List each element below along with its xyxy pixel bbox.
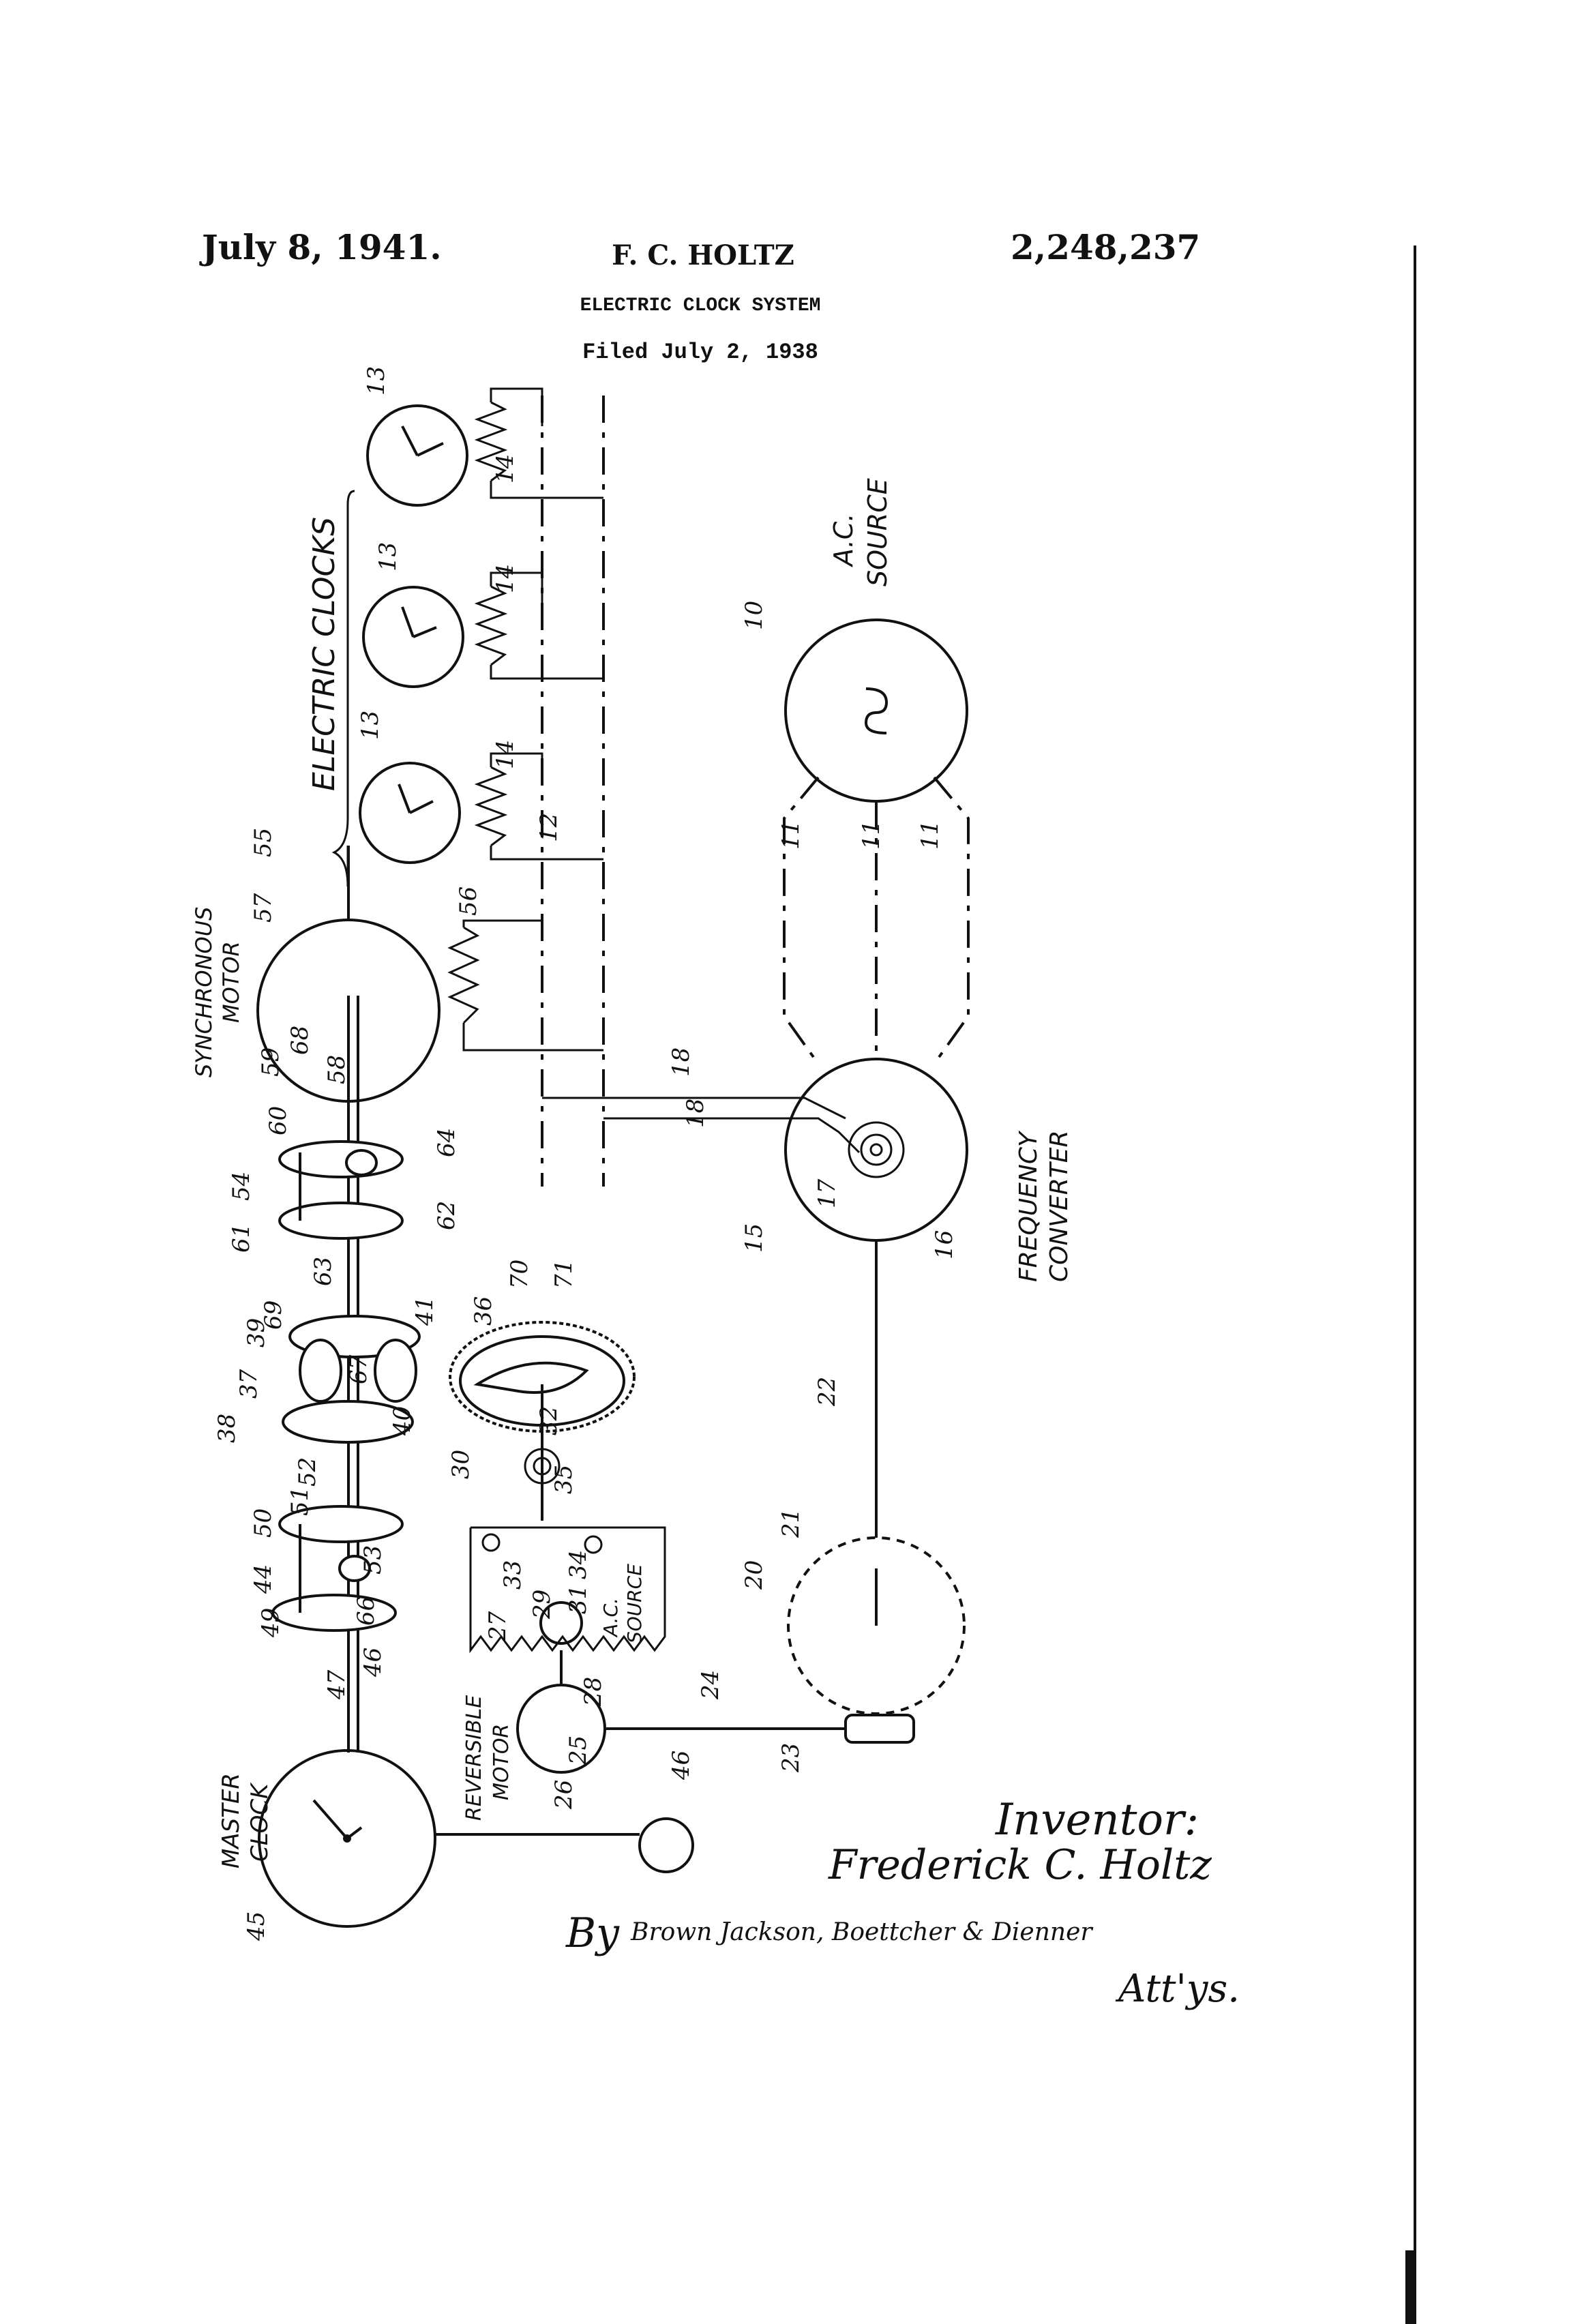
reference-numeral: 11	[916, 820, 944, 850]
inventor-short: F. C. HOLTZ	[612, 239, 794, 271]
reference-numeral: 46	[359, 1648, 387, 1678]
reference-numeral: 40	[389, 1406, 416, 1436]
reference-numeral: 60	[265, 1106, 292, 1135]
reference-numeral: 36	[470, 1296, 497, 1326]
reference-numeral: 38	[213, 1414, 241, 1443]
inventor-label: Inventor:	[995, 1795, 1199, 1845]
clock-2	[363, 587, 463, 687]
reference-numeral: 13	[363, 366, 390, 396]
bus-lines	[542, 396, 603, 1187]
reference-numeral: 11	[858, 820, 885, 850]
reference-numeral: 37	[235, 1369, 263, 1399]
frequency-converter	[542, 1059, 967, 1240]
reference-numeral: 33	[499, 1560, 526, 1590]
reference-numeral: 51	[286, 1487, 314, 1516]
reference-numeral: 67	[345, 1354, 372, 1384]
reference-numeral: 47	[323, 1669, 350, 1700]
reference-numeral: 29	[528, 1590, 556, 1620]
differential-20	[788, 1538, 964, 1714]
reference-numeral: 34	[565, 1550, 592, 1579]
reference-numeral: 16	[931, 1230, 958, 1260]
reference-numeral: 13	[374, 542, 402, 571]
issue-date: July 8, 1941.	[199, 227, 442, 267]
label-converter: CONVERTER	[1045, 1130, 1073, 1282]
reference-numeral: 46	[668, 1751, 695, 1781]
reference-numeral: 12	[535, 813, 563, 842]
reference-numeral: 52	[294, 1457, 321, 1487]
synchronous-motor	[258, 846, 603, 1101]
reference-numeral: 64	[433, 1128, 460, 1157]
reference-numeral: 14	[492, 740, 519, 769]
label-small-ac: A.C.	[599, 1598, 622, 1638]
reference-numeral: 57	[250, 893, 277, 923]
label-synchronous: SYNCHRONOUS	[191, 907, 217, 1077]
reference-numeral: 62	[433, 1201, 460, 1230]
label-synchronous-motor: MOTOR	[218, 941, 244, 1023]
reference-numeral: 25	[565, 1735, 592, 1766]
reference-numeral: 26	[550, 1780, 578, 1810]
reference-numeral: 63	[310, 1257, 337, 1286]
reference-numeral: 28	[580, 1677, 607, 1707]
connecting-leads	[784, 777, 968, 1538]
reference-numeral: 39	[243, 1318, 270, 1347]
reference-numeral: 22	[814, 1377, 841, 1407]
reference-numeral: 18	[682, 1099, 709, 1128]
clock-3	[360, 763, 460, 863]
reference-numeral: 44	[250, 1564, 277, 1594]
label-frequency: FREQUENCY	[1015, 1130, 1043, 1282]
label-reversible: REVERSIBLE	[462, 1695, 486, 1821]
reference-numeral: 45	[243, 1911, 270, 1941]
reference-numeral: 53	[359, 1545, 387, 1575]
reference-numeral: 49	[257, 1608, 284, 1638]
reference-numeral: 68	[286, 1026, 314, 1055]
reference-numeral: 30	[447, 1450, 475, 1479]
reference-numeral: 56	[455, 887, 482, 916]
reference-numeral: 55	[250, 828, 277, 857]
reference-numeral: 54	[228, 1172, 255, 1201]
reference-numeral: 21	[777, 1508, 805, 1538]
reference-numeral: 14	[492, 564, 519, 593]
reference-numeral: 17	[814, 1178, 841, 1208]
patent-title: ELECTRIC CLOCK SYSTEM	[580, 295, 821, 316]
clock-1	[368, 406, 467, 505]
reference-numeral: 35	[550, 1465, 578, 1494]
label-electric-clocks: ELECTRIC CLOCKS	[307, 517, 342, 791]
reference-numeral: 50	[250, 1508, 277, 1538]
label-small-source: SOURCE	[623, 1564, 646, 1643]
by-label: By	[565, 1909, 620, 1957]
label-reversible-motor: MOTOR	[490, 1724, 513, 1800]
reference-numeral: 71	[550, 1260, 578, 1289]
label-master: MASTER	[218, 1773, 245, 1868]
attys-label: Att'ys.	[1115, 1967, 1240, 2011]
attorneys-signature: Brown Jackson, Boettcher & Dienner	[630, 1918, 1093, 1946]
patent-number: 2,248,237	[1011, 227, 1200, 267]
reference-numeral: 18	[668, 1047, 695, 1077]
reference-numeral: 66	[353, 1596, 380, 1626]
inventor-name: Frederick C. Holtz	[828, 1841, 1212, 1889]
label-clock: CLOCK	[246, 1782, 273, 1862]
electric-clocks	[334, 389, 603, 887]
reference-numeral: 11	[777, 820, 805, 850]
reference-numeral: 58	[323, 1055, 350, 1084]
reference-numeral: 27	[484, 1611, 511, 1641]
filed-date: Filed July 2, 1938	[582, 340, 818, 365]
reference-numeral: 31	[565, 1585, 592, 1614]
reference-numeral: 23	[777, 1743, 805, 1773]
reference-numeral: 70	[506, 1260, 533, 1289]
ac-source	[786, 620, 967, 801]
label-ac: A.C.	[829, 513, 859, 568]
label-source: SOURCE	[863, 478, 893, 586]
reference-numeral: 14	[492, 454, 519, 483]
reference-numeral: 32	[535, 1406, 563, 1435]
reference-numeral: 10	[741, 601, 768, 630]
reference-numeral: 41	[411, 1296, 438, 1326]
reference-numeral: 20	[741, 1560, 768, 1590]
reference-numeral: 15	[741, 1223, 768, 1253]
reference-numeral: 59	[257, 1047, 284, 1077]
reference-numeral: 13	[357, 711, 384, 740]
reference-numeral: 24	[697, 1670, 724, 1700]
reference-numeral: 61	[228, 1223, 255, 1253]
